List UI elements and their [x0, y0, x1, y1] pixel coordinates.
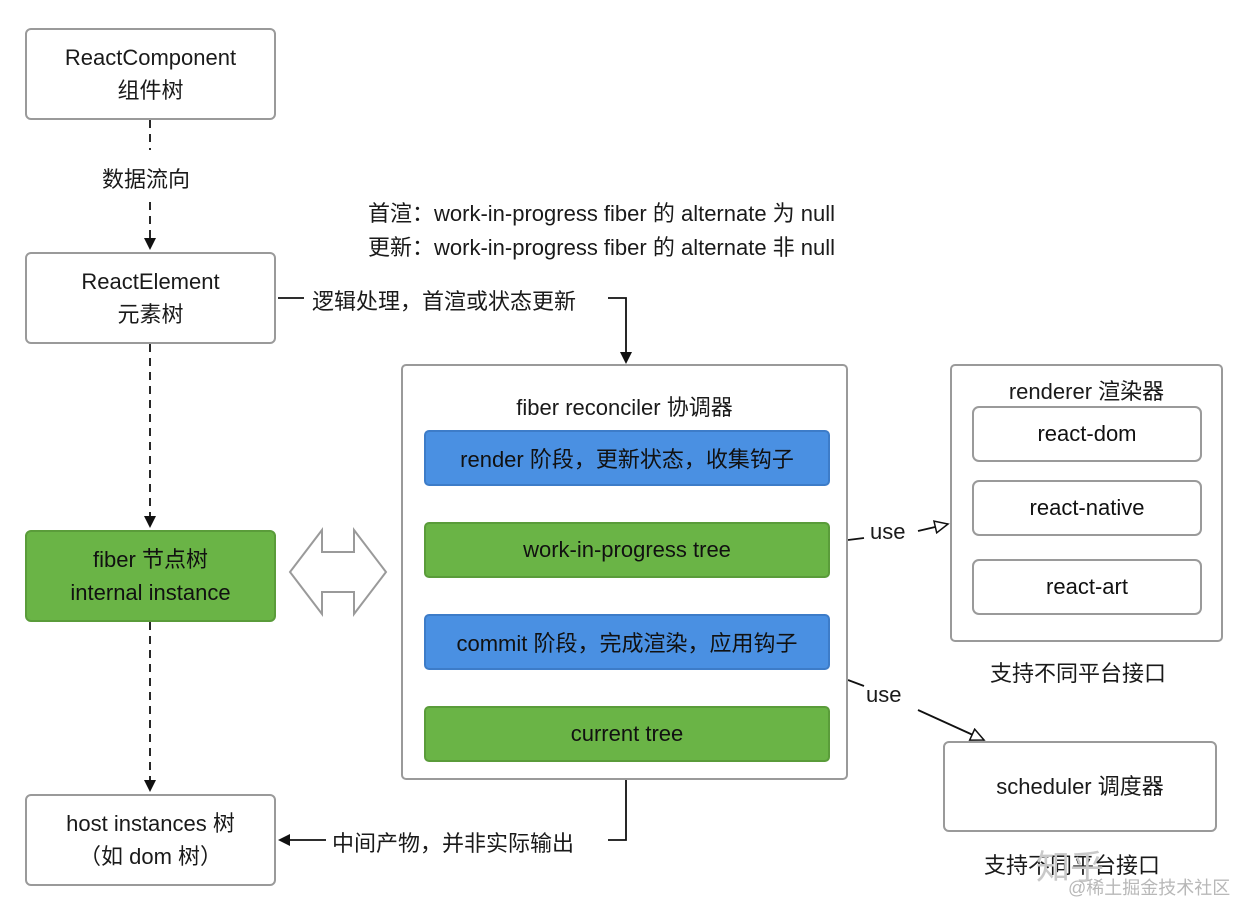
react-element-label: ReactElement — [81, 269, 220, 294]
use-scheduler-label: use — [866, 682, 902, 707]
output-edge-label: 中间产物，并非实际输出 — [332, 831, 575, 856]
fiber-node-tree-box: fiber 节点树 internal instance — [25, 530, 276, 622]
commit-phase-box: commit 阶段，完成渲染，应用钩子 — [424, 614, 830, 670]
arrow-element-to-reconciler — [608, 297, 632, 364]
watermark-logo-text: 知乎 — [1036, 849, 1104, 887]
renderer-caption: 支持不同平台接口 — [990, 661, 1167, 686]
render-phase-box: render 阶段，更新状态，收集钩子 — [424, 430, 830, 486]
update-note: 更新：work-in-progress fiber 的 alternate 非 … — [368, 235, 836, 260]
first-render-note: 首渲：work-in-progress fiber 的 alternate 为 … — [368, 201, 836, 226]
react-native-label: react-native — [1029, 495, 1145, 520]
scheduler-caption: 支持不同平台接口 — [984, 853, 1161, 878]
react-element-sublabel: 元素树 — [117, 302, 184, 327]
data-flow-label: 数据流向 — [102, 167, 191, 192]
use-arrow-renderer — [917, 524, 948, 531]
scheduler-label: scheduler 调度器 — [996, 774, 1164, 799]
react-component-label: ReactComponent — [64, 45, 237, 70]
use-renderer-label: use — [870, 519, 906, 544]
react-art-label: react-art — [1046, 574, 1128, 599]
wip-tree-label: work-in-progress tree — [523, 537, 731, 562]
fiber-node-tree-sublabel: internal instance — [70, 580, 231, 605]
current-tree-label: current tree — [570, 721, 684, 746]
commit-phase-label: commit 阶段，完成渲染，应用钩子 — [456, 631, 798, 656]
react-component-sublabel: 组件树 — [117, 78, 184, 103]
react-dom-label: react-dom — [1037, 421, 1137, 446]
render-phase-label: render 阶段，更新状态，收集钩子 — [460, 447, 794, 472]
logic-edge-label: 逻辑处理，首渲或状态更新 — [312, 289, 577, 314]
react-component-box: ReactComponent 组件树 — [25, 28, 276, 120]
fiber-node-tree-label: fiber 节点树 — [93, 547, 208, 572]
current-tree-box: current tree — [424, 706, 830, 762]
host-instances-sublabel: （如 dom 树） — [78, 844, 223, 869]
wip-tree-box: work-in-progress tree — [424, 522, 830, 578]
react-native-box: react-native — [972, 480, 1202, 536]
react-element-box: ReactElement 元素树 — [25, 252, 276, 344]
scheduler-box: scheduler 调度器 — [943, 741, 1217, 832]
host-instances-label: host instances 树 — [66, 811, 235, 836]
use-arrow-scheduler — [917, 709, 984, 740]
watermark-handle: @稀土掘金技术社区 — [1068, 878, 1231, 898]
react-dom-box: react-dom — [972, 406, 1202, 462]
double-arrow-icon — [288, 527, 388, 617]
renderer-title: renderer 渲染器 — [1008, 379, 1165, 404]
react-art-box: react-art — [972, 559, 1202, 615]
host-instances-box: host instances 树 （如 dom 树） — [25, 794, 276, 886]
fiber-reconciler-title: fiber reconciler 协调器 — [516, 395, 733, 420]
